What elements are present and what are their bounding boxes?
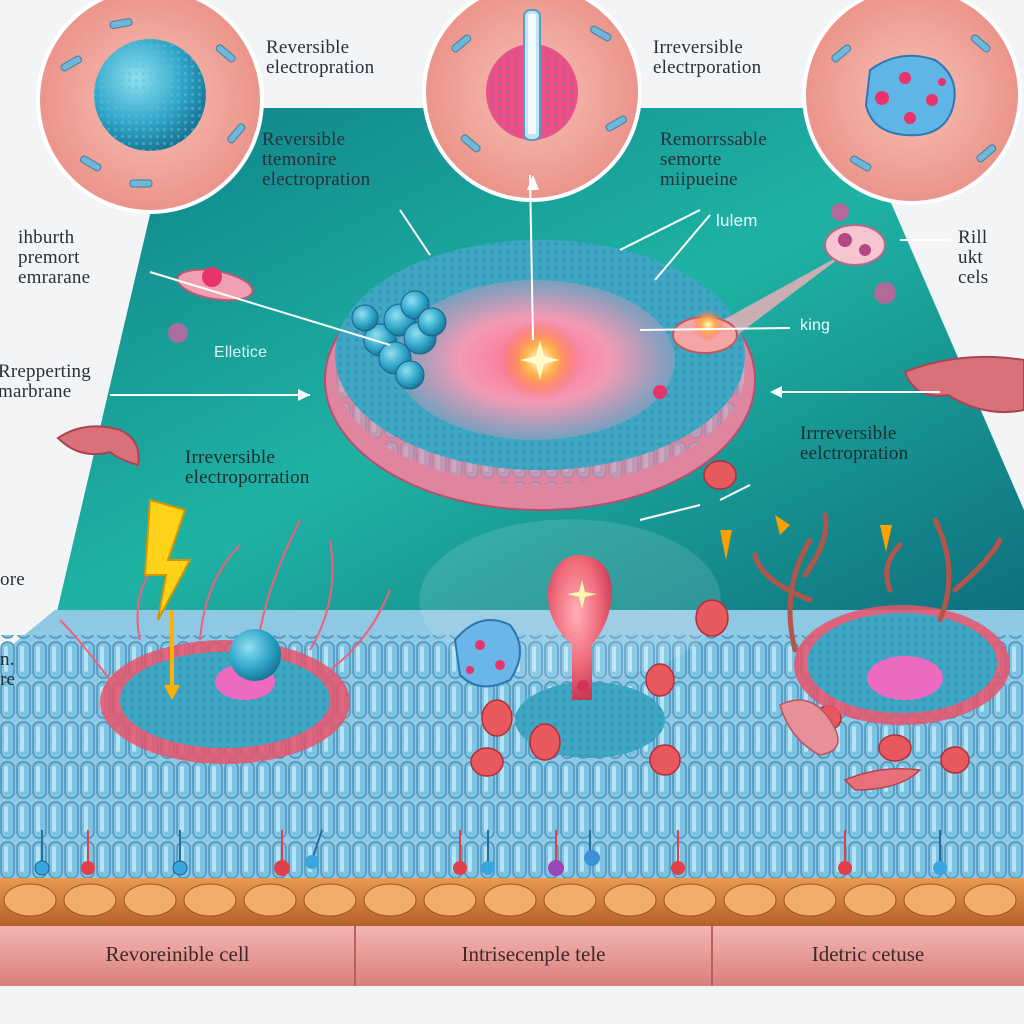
tissue-base: [0, 878, 1024, 926]
label-left-mid: Rrepperting marbrane: [0, 361, 91, 402]
label-left-lower-2: n. re: [0, 649, 16, 690]
circle-needle: [422, 0, 642, 202]
bottom-label-right: Idetric cetuse: [811, 942, 925, 966]
label-mid-right-irreversible: Irrreversible eelctropration: [800, 423, 909, 464]
bottom-label-center: Intrisecenple tele: [461, 942, 606, 966]
label-circle2-title: Irreversible electrporation: [653, 37, 762, 78]
receptor-pins: [34, 829, 947, 876]
label-circle1-title: Reversible electropration: [266, 37, 375, 78]
bottom-bar: [0, 926, 1024, 986]
central-membrane-disc: [324, 240, 756, 511]
circle-irreversible: [802, 0, 1022, 205]
label-center-left-title: Reversible ttemonire electropration: [262, 129, 371, 190]
probe-right: [672, 203, 896, 354]
pink-tissue-right: [903, 355, 1024, 414]
label-left-lower-1: ore: [0, 569, 25, 590]
label-eliletice: Elletice: [214, 344, 268, 361]
bottom-label-left: Revoreinible cell: [105, 942, 250, 966]
circle-reversible: [36, 0, 264, 214]
probe-left: [168, 267, 254, 343]
label-lulem: lulem: [716, 211, 758, 230]
label-king: king: [800, 317, 831, 334]
right-lesion-cell: [720, 512, 1010, 791]
label-mid-left-irreversible: Irreversible electroporration: [185, 447, 310, 488]
label-center-right-title: Remorrssable semorte miipueine: [660, 129, 767, 190]
label-right-top: Rill ukt cels: [958, 227, 989, 288]
pointer-lines: [110, 174, 950, 521]
arrow-heads: [298, 175, 782, 401]
red-blood-cells: [470, 460, 970, 777]
left-lesion-cell: [59, 498, 391, 764]
label-left-top: ihburth premort emrarane: [18, 227, 91, 288]
pink-tissue-left: [56, 425, 140, 467]
